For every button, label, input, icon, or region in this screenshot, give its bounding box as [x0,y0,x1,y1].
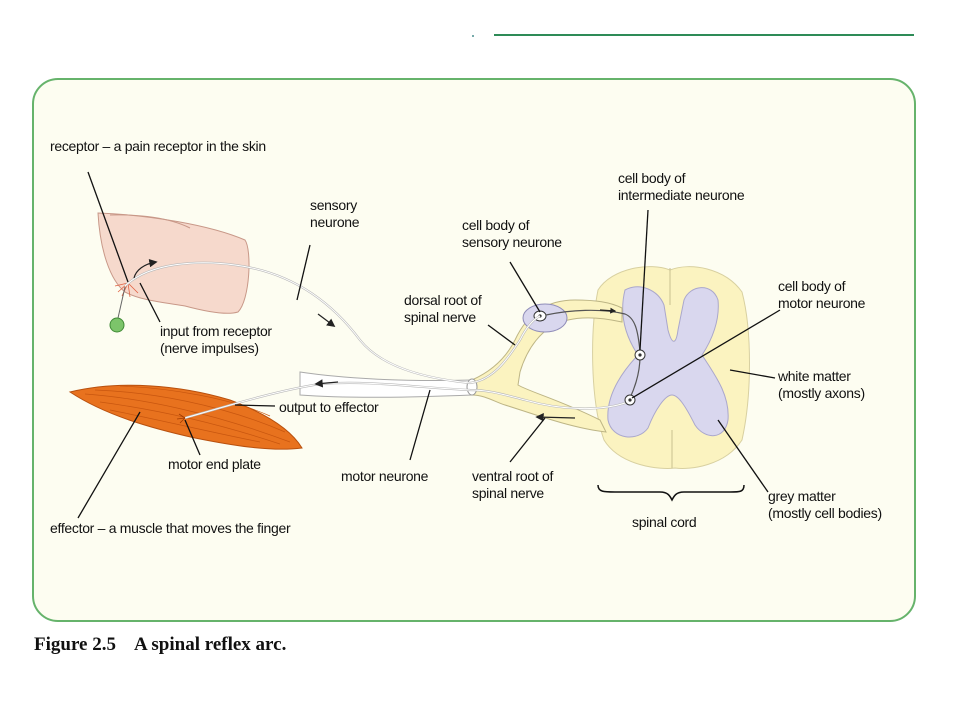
label-cell-body-motor: cell body of motor neurone [778,278,866,311]
motor-end-plate [176,413,186,424]
figure-panel [32,78,916,622]
leader-cell-body-intermediate [639,209,649,351]
label-receptor: receptor – a pain receptor in the skin [50,138,266,154]
top-dot [472,35,474,37]
label-white-matter: white matter (mostly axons) [778,368,865,401]
leader-output [234,404,276,407]
label-motor-end-plate: motor end plate [168,456,261,472]
label-grey-matter: grey matter (mostly cell bodies) [768,488,882,521]
motor-direction-arrow [314,379,339,388]
input-arrow [133,258,158,279]
label-ventral-root: ventral root of spinal nerve [472,468,554,501]
sensory-direction-arrow [317,313,336,328]
leader-input [139,282,161,323]
leader-white-matter [729,369,776,379]
finger-skin [97,212,250,314]
fingernail [109,214,191,229]
label-effector: effector – a muscle that moves the finge… [50,520,291,536]
leader-grey-matter [717,419,769,493]
label-dorsal-root: dorsal root of spinal nerve [404,292,482,325]
label-input-from-receptor: input from receptor (nerve impulses) [160,323,272,356]
leader-ventral-root [509,417,546,463]
leader-receptor [87,171,129,283]
grey-matter [607,286,729,438]
label-output-to-effector: output to effector [279,399,379,415]
header-rule [494,34,914,36]
leader-effector [77,411,141,519]
label-cell-body-intermediate: cell body of intermediate neurone [618,170,745,203]
receptor-bulb [109,317,125,333]
figure-title: A spinal reflex arc. [133,634,287,655]
ventral-direction-arrow [535,412,576,422]
sensory-to-intermediate-fibre [545,309,641,353]
muscle-fibres [84,385,291,445]
leader-cell-body-motor [631,309,781,399]
label-spinal-cord: spinal cord [632,514,697,530]
figure-caption: Figure 2.5 A spinal reflex arc. [34,634,286,656]
label-motor-neurone: motor neurone [341,468,429,484]
spinal-cord-brace [597,484,745,502]
leader-dorsal-root [487,324,516,346]
leader-cell-body-sensory [509,261,541,313]
label-sensory-neurone: sensory neurone [310,197,360,230]
leader-motor-end-plate [184,419,201,456]
dorsal-direction-arrow [599,307,617,314]
leader-sensory-neurone [296,244,311,301]
label-cell-body-sensory: cell body of sensory neurone [462,217,562,250]
figure-number: Figure 2.5 [34,634,116,655]
leader-motor-neurone [409,389,431,461]
